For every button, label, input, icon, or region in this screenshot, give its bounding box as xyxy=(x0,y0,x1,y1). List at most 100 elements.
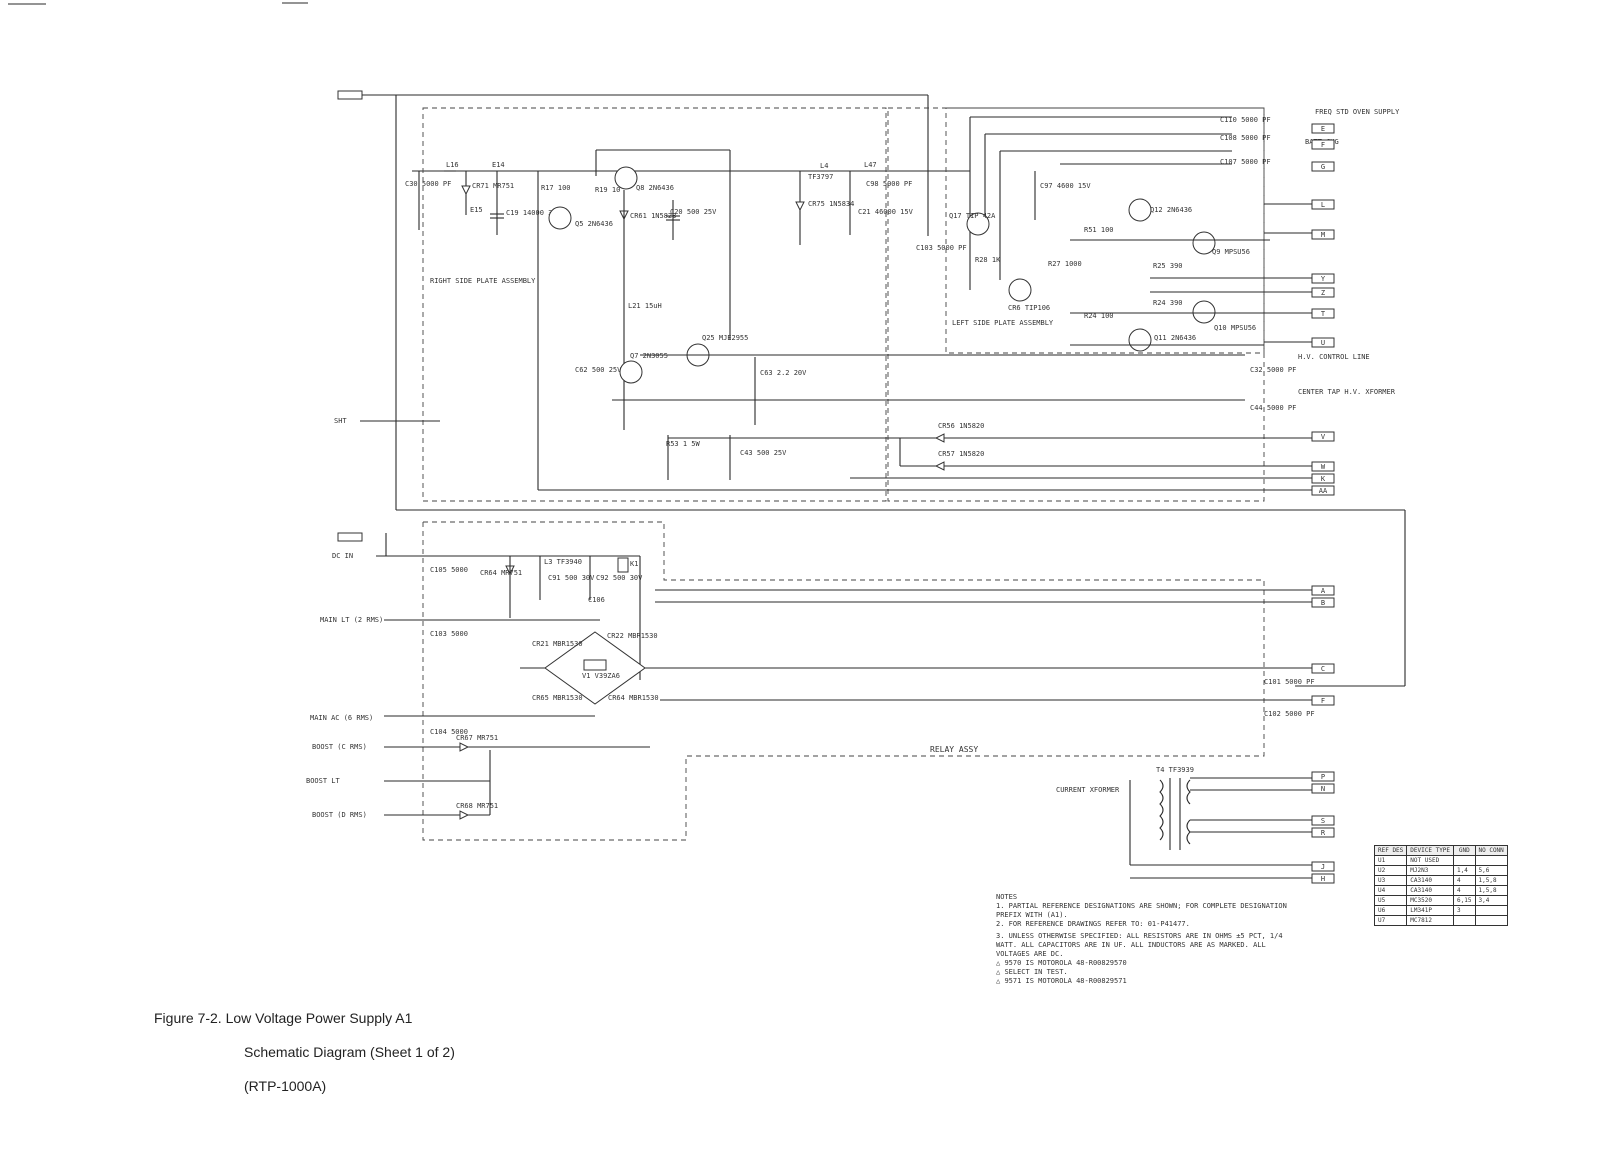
connector-label: P xyxy=(1321,773,1325,781)
svg-text:Q5 2N6436: Q5 2N6436 xyxy=(575,220,613,228)
svg-text:C30 5000 PF: C30 5000 PF xyxy=(405,180,451,188)
svg-text:CR6 TIP106: CR6 TIP106 xyxy=(1008,304,1050,312)
svg-text:C105 5000: C105 5000 xyxy=(430,566,468,574)
ref-table-cell: MC7812 xyxy=(1406,915,1455,926)
svg-text:L4: L4 xyxy=(820,162,828,170)
svg-text:C19 14000 30V: C19 14000 30V xyxy=(506,209,562,217)
ref-table-cell xyxy=(1474,905,1508,916)
figure-caption-model: (RTP-1000A) xyxy=(244,1078,327,1094)
connector-label: N xyxy=(1321,785,1325,793)
svg-text:L47: L47 xyxy=(864,161,877,169)
connector-label: J xyxy=(1321,863,1325,871)
ref-table-cell: 1,4 xyxy=(1453,865,1476,876)
ref-table-cell: 1,5,8 xyxy=(1474,875,1508,886)
ref-table-cell: 3 xyxy=(1453,905,1476,916)
svg-text:C43 500 25V: C43 500 25V xyxy=(740,449,787,457)
connector-label: V xyxy=(1321,433,1326,441)
ref-table-cell: U1 xyxy=(1373,855,1408,866)
ref-table-cell: 4 xyxy=(1453,875,1476,886)
svg-text:BOOST (C RMS): BOOST (C RMS) xyxy=(312,743,367,751)
connector-label: T xyxy=(1321,310,1326,318)
svg-text:Q11 2N6436: Q11 2N6436 xyxy=(1154,334,1196,342)
ref-table-cell: LM341P xyxy=(1406,905,1455,916)
ref-table-cell: 4 xyxy=(1453,885,1476,896)
svg-text:R19 10: R19 10 xyxy=(595,186,620,194)
ref-table-cell: 6,15 xyxy=(1453,895,1476,906)
right-edge-connectors: EFGLMYZTUVWKAAEABCFPNSRJH xyxy=(1311,123,1335,884)
svg-text:C20 500 25V: C20 500 25V xyxy=(670,208,717,216)
svg-text:R28 1K: R28 1K xyxy=(975,256,1001,264)
svg-text:L16: L16 xyxy=(446,161,459,169)
svg-text:Q10 MPSU56: Q10 MPSU56 xyxy=(1214,324,1256,332)
ref-table-cell: MC3520 xyxy=(1406,895,1455,906)
ref-table-cell: CA3140 xyxy=(1406,885,1455,896)
svg-text:R24 390: R24 390 xyxy=(1153,299,1183,307)
svg-text:C104 5000: C104 5000 xyxy=(430,728,468,736)
right-side-plate-box xyxy=(422,107,887,502)
relay-assembly-label: RELAY ASSY xyxy=(930,745,978,754)
svg-text:FREQ STD OVEN SUPPLY: FREQ STD OVEN SUPPLY xyxy=(1315,108,1400,116)
ref-table-cell xyxy=(1474,855,1508,866)
svg-text:CR56 1N5820: CR56 1N5820 xyxy=(938,422,984,430)
connector-box xyxy=(1311,771,1335,782)
svg-text:C103 5000 PF: C103 5000 PF xyxy=(916,244,967,252)
connector-box xyxy=(1311,431,1335,442)
svg-text:R51 100: R51 100 xyxy=(1084,226,1114,234)
svg-text:TF3797: TF3797 xyxy=(808,173,833,181)
svg-text:V1 V39ZA6: V1 V39ZA6 xyxy=(582,672,620,680)
svg-text:R25 390: R25 390 xyxy=(1153,262,1183,270)
svg-text:MAIN AC (6 RMS): MAIN AC (6 RMS) xyxy=(310,714,373,722)
svg-text:C21 46000 15V: C21 46000 15V xyxy=(858,208,914,216)
ref-table-header: NO CONN xyxy=(1474,845,1508,856)
svg-text:CR68 MR751: CR68 MR751 xyxy=(456,802,498,810)
ref-table-cell: MJ2N3 xyxy=(1406,865,1455,876)
svg-text:C107 5000 PF: C107 5000 PF xyxy=(1220,158,1271,166)
svg-text:C103 5000: C103 5000 xyxy=(430,630,468,638)
svg-text:E15: E15 xyxy=(470,206,483,214)
svg-text:CR21 MBR1530: CR21 MBR1530 xyxy=(532,640,583,648)
ref-table-cell: U5 xyxy=(1373,895,1408,906)
svg-text:C106: C106 xyxy=(588,596,605,604)
left-side-plate-box xyxy=(945,107,1265,354)
connector-label: W xyxy=(1321,463,1326,471)
connector-label: G xyxy=(1321,163,1325,171)
connector-label: AA xyxy=(1319,487,1328,495)
connector-label: M xyxy=(1321,231,1325,239)
svg-text:BOOST (D RMS): BOOST (D RMS) xyxy=(312,811,367,819)
svg-text:E14: E14 xyxy=(492,161,505,169)
svg-text:BOOST LT: BOOST LT xyxy=(306,777,341,785)
ref-table-cell: U2 xyxy=(1373,865,1408,876)
svg-text:Q12 2N6436: Q12 2N6436 xyxy=(1150,206,1192,214)
svg-text:MAIN LT (2 RMS): MAIN LT (2 RMS) xyxy=(320,616,383,624)
connector-box xyxy=(1311,229,1335,240)
svg-text:C98 5000 PF: C98 5000 PF xyxy=(866,180,912,188)
connector-label: A xyxy=(1321,587,1326,595)
svg-text:C101 5000 PF: C101 5000 PF xyxy=(1264,678,1315,686)
svg-text:C97 4600 15V: C97 4600 15V xyxy=(1040,182,1091,190)
svg-text:CURRENT XFORMER: CURRENT XFORMER xyxy=(1056,786,1120,794)
note-1: 1. PARTIAL REFERENCE DESIGNATIONS ARE SH… xyxy=(996,902,1287,919)
ref-table-cell: 1,5,8 xyxy=(1474,885,1508,896)
svg-text:Q9 MPSU56: Q9 MPSU56 xyxy=(1212,248,1250,256)
svg-text:C92 500 30V: C92 500 30V xyxy=(596,574,643,582)
ref-table-header: GND xyxy=(1453,845,1476,856)
figure-caption-subtitle: Schematic Diagram (Sheet 1 of 2) xyxy=(244,1044,455,1060)
note-4: △ 9570 IS MOTOROLA 48-R00829570 xyxy=(996,959,1127,967)
svg-text:K1: K1 xyxy=(630,560,638,568)
note-6: △ 9571 IS MOTOROLA 48-R00829571 xyxy=(996,977,1127,985)
connector-box xyxy=(1311,783,1335,794)
ref-table-cell xyxy=(1453,855,1476,866)
ref-table-cell: CA3140 xyxy=(1406,875,1455,886)
ref-table-cell: U4 xyxy=(1373,885,1408,896)
svg-text:C91 500 30V: C91 500 30V xyxy=(548,574,595,582)
connector-label: F xyxy=(1321,141,1325,149)
note-3: 3. UNLESS OTHERWISE SPECIFIED: ALL RESIS… xyxy=(996,932,1283,958)
note-2: 2. FOR REFERENCE DRAWINGS REFER TO: 01-P… xyxy=(996,920,1190,928)
svg-text:SHT: SHT xyxy=(334,417,347,425)
svg-text:CR64 MR751: CR64 MR751 xyxy=(480,569,522,577)
svg-text:C102 5000 PF: C102 5000 PF xyxy=(1264,710,1315,718)
